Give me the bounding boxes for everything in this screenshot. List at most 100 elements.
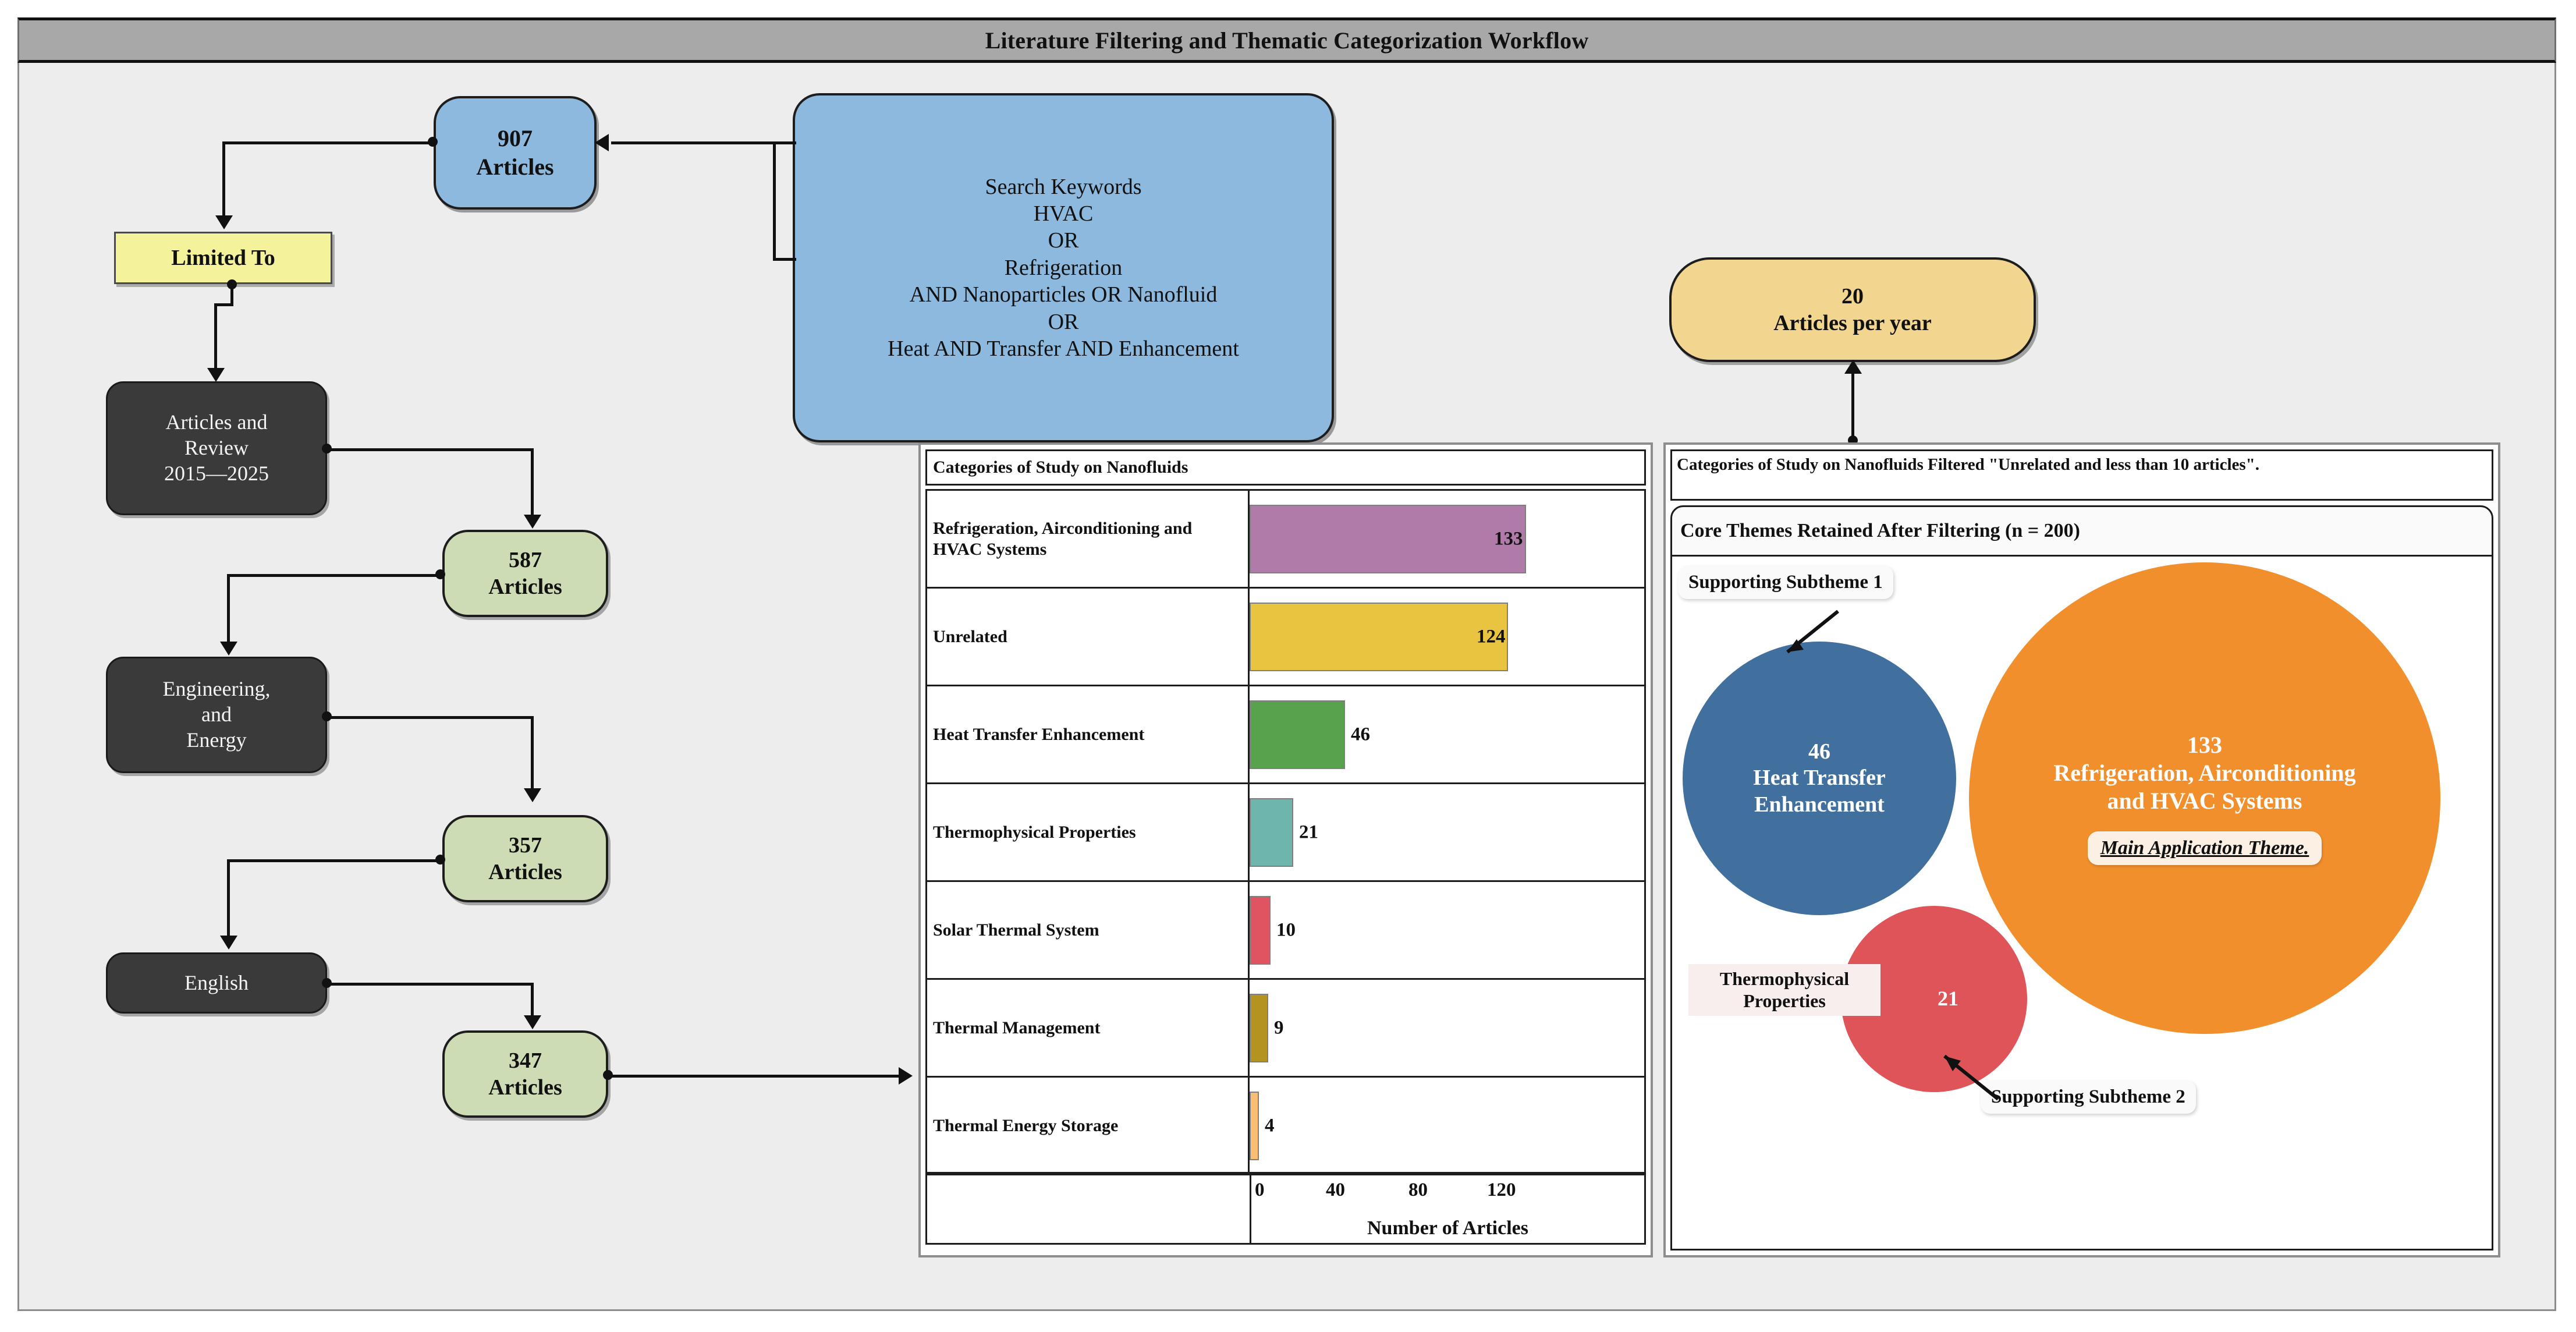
node-engineering-line1: Engineering, <box>162 677 271 701</box>
connector-search-to-907-v <box>773 143 776 259</box>
chart-plot-cell: 10 <box>1250 882 1644 978</box>
arrow-into-engineering <box>220 642 237 656</box>
connector-search-to-907-h <box>773 141 796 144</box>
chart-plot-cell: 9 <box>1250 980 1644 1076</box>
bar-value-4: 10 <box>1276 919 1296 940</box>
chart-plot-cell: 21 <box>1250 784 1644 880</box>
table-row: Thermal Management 9 <box>927 980 1644 1078</box>
arrow-into-357 <box>524 788 541 802</box>
table-row: Thermophysical Properties 21 <box>927 784 1644 882</box>
node-907-articles: 907 Articles <box>434 96 597 210</box>
bar-value-1: 124 <box>1477 626 1506 647</box>
arrow-into-chart-panel <box>899 1067 913 1085</box>
arrow-subtheme-2-icon <box>1943 1054 1999 1101</box>
bubble-heat-label2: Enhancement <box>1754 792 1885 817</box>
node-587-label: Articles <box>488 575 562 599</box>
bar-5 <box>1250 993 1268 1062</box>
themes-caption: Categories of Study on Nanofluids Filter… <box>1670 449 2493 501</box>
connector-587-to-eng-v <box>227 574 230 644</box>
node-english-label: English <box>184 970 249 994</box>
chart-category-label: Unrelated <box>927 589 1250 685</box>
thermophysical-properties-label: Thermophysical Properties <box>1688 964 1880 1016</box>
arrow-into-english <box>220 936 237 950</box>
bar-value-0: 133 <box>1494 528 1523 549</box>
connector-panel-to-per-year <box>1851 373 1854 440</box>
node-347-articles: 347 Articles <box>442 1030 608 1118</box>
x-tick-0: 0 <box>1255 1179 1265 1200</box>
chart-plot-cell: 124 <box>1250 589 1644 685</box>
search-kw-line-1: Search Keywords <box>985 174 1142 199</box>
chart-plot-cell: 46 <box>1250 686 1644 782</box>
search-kw-line-2: HVAC <box>1033 201 1094 226</box>
chart-category-label: Solar Thermal System <box>927 882 1250 978</box>
connector-ar-to-587-h <box>327 448 534 451</box>
bar-0 <box>1250 504 1526 573</box>
chart-x-axis: 0 40 80 120 Number of Articles <box>1250 1174 1644 1243</box>
table-row: Heat Transfer Enhancement 46 <box>927 686 1644 784</box>
table-row: Refrigeration, Airconditioning and HVAC … <box>927 491 1644 589</box>
connector-347-to-chart <box>609 1075 900 1078</box>
connector-search-leg <box>773 258 796 261</box>
node-engineering-line3: Energy <box>186 728 247 752</box>
connector-eng-to-357-h <box>327 716 534 719</box>
table-row: Unrelated 124 <box>927 589 1644 686</box>
node-587-count: 587 <box>508 547 542 572</box>
tp-label-line2: Properties <box>1743 990 1826 1012</box>
search-kw-line-7: Heat AND Transfer AND Enhancement <box>888 336 1239 361</box>
node-limited-to-label: Limited To <box>171 245 275 270</box>
connector-907-to-limited-v <box>222 141 225 217</box>
bubble-refrigeration-label1: Refrigeration, Airconditioning <box>2053 759 2356 786</box>
table-row: Solar Thermal System 10 <box>927 882 1644 980</box>
bubble-thermophysical-value: 21 <box>1938 987 1958 1011</box>
node-357-articles: 357 Articles <box>442 815 608 902</box>
chart-plot-cell: 133 <box>1250 491 1644 587</box>
node-357-count: 357 <box>508 832 542 858</box>
connector-limited-h <box>214 303 233 306</box>
arrow-into-per-year <box>1844 360 1862 374</box>
node-907-count: 907 <box>497 125 533 151</box>
node-587-articles: 587 Articles <box>442 530 608 617</box>
node-engineering-energy: Engineering, and Energy <box>106 657 327 773</box>
chart-grid: Refrigeration, Airconditioning and HVAC … <box>925 489 1646 1245</box>
arrow-into-articles-review <box>207 368 225 382</box>
themes-bubble-area: 133 Refrigeration, Airconditioning and H… <box>1670 557 2493 1250</box>
chart-plot-cell: 4 <box>1250 1078 1644 1174</box>
chart-category-label: Thermophysical Properties <box>927 784 1250 880</box>
callout-supporting-subtheme-2: Supporting Subtheme 2 <box>1981 1081 2196 1114</box>
bar-value-5: 9 <box>1274 1017 1284 1038</box>
arrow-into-587 <box>524 515 541 529</box>
arrow-into-347 <box>524 1015 541 1029</box>
node-per-year-count: 20 <box>1841 284 1864 309</box>
arrow-into-907 <box>595 134 609 151</box>
node-357-label: Articles <box>488 860 562 884</box>
bubble-refrigeration-hvac: 133 Refrigeration, Airconditioning and H… <box>1969 562 2440 1034</box>
connector-357-to-english-h <box>227 859 439 862</box>
node-per-year-label: Articles per year <box>1773 311 1932 335</box>
node-articles-review-line2: Review <box>184 436 249 460</box>
callout-supporting-subtheme-1: Supporting Subtheme 1 <box>1678 566 1893 599</box>
bar-4 <box>1250 895 1271 965</box>
table-row: Thermal Energy Storage 4 <box>927 1078 1644 1175</box>
connector-english-to-347-h <box>327 983 534 986</box>
bar-3 <box>1250 798 1293 867</box>
node-347-label: Articles <box>488 1075 562 1100</box>
node-articles-review-line3: 2015—2025 <box>164 461 269 485</box>
node-347-count: 347 <box>508 1048 542 1073</box>
categories-chart-panel: Categories of Study on Nanofluids Refrig… <box>918 442 1653 1257</box>
connector-907-to-limited-h <box>222 141 432 144</box>
node-engineering-line2: and <box>201 703 232 727</box>
chart-title: Categories of Study on Nanofluids <box>925 449 1646 486</box>
connector-english-to-347-v <box>531 983 534 1018</box>
node-articles-per-year: 20 Articles per year <box>1669 257 2036 362</box>
x-tick-1: 40 <box>1326 1179 1345 1200</box>
chart-category-label: Thermal Energy Storage <box>927 1078 1250 1174</box>
x-tick-2: 80 <box>1408 1179 1428 1200</box>
page-title: Literature Filtering and Thematic Catego… <box>985 27 1589 54</box>
figure-title-bar: Literature Filtering and Thematic Catego… <box>17 17 2556 63</box>
arrow-into-limited-to <box>215 215 233 229</box>
connector-587-to-eng-h <box>227 574 439 577</box>
connector-907-inbound <box>611 141 775 144</box>
search-kw-line-6: OR <box>1048 309 1079 334</box>
connector-limited-v2 <box>214 303 217 370</box>
